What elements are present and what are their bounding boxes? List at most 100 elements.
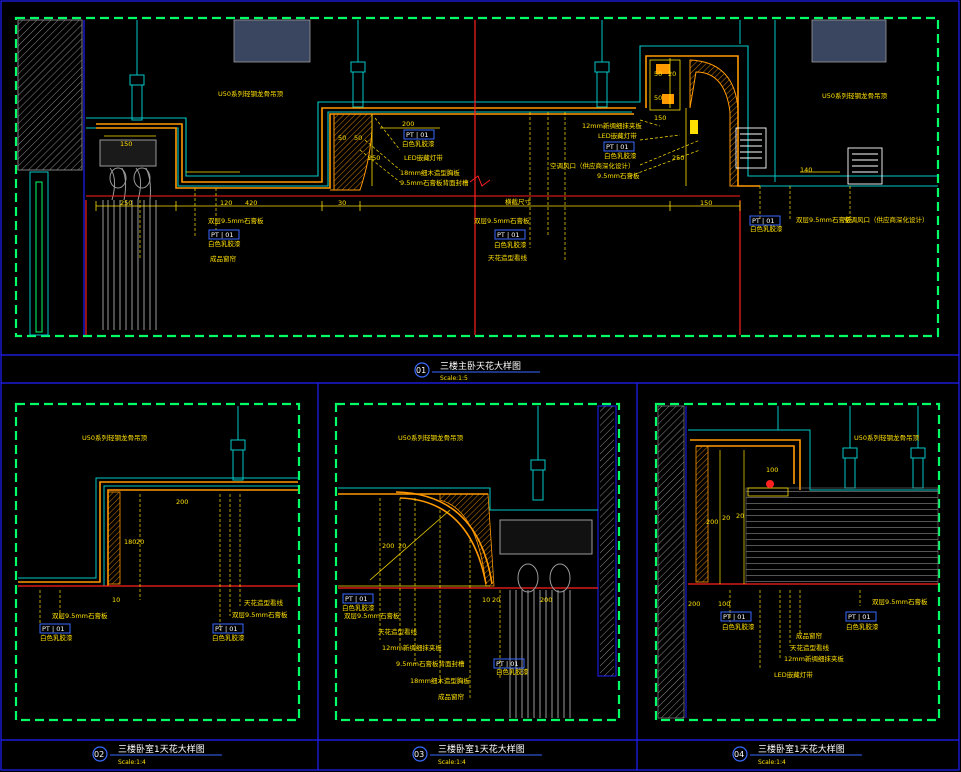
keel-label: U50系列轻钢龙骨吊顶	[822, 91, 888, 100]
detail-scale: Scale:1:4	[118, 759, 146, 766]
ceiling-hangers	[129, 20, 776, 182]
note: 双层9.5mm石膏板	[52, 611, 108, 620]
dim-text: 20	[668, 70, 676, 78]
dim-text: 200	[688, 600, 700, 608]
keel-label: U50系列轻钢龙骨吊顶	[854, 433, 920, 442]
note: 9.5mm石膏板背面封槽	[396, 659, 465, 668]
gypsum-board-layer	[96, 55, 760, 189]
note: 白色乳胶漆	[212, 633, 245, 642]
dim-text: 10	[112, 596, 120, 604]
note: 12mm新绸细抹夹板	[382, 643, 442, 652]
note: 天花造型看线	[378, 627, 418, 636]
note: 成品窗帘	[438, 692, 465, 701]
pt-tag: PT | 01	[723, 613, 745, 621]
dim-text: 20	[492, 596, 500, 604]
ac-unit-block	[811, 19, 887, 63]
note: 天花造型看线	[244, 598, 284, 607]
detail-title: 三楼卧室1天花大样图	[758, 743, 845, 755]
detail-scale: Scale:1:4	[438, 759, 466, 766]
keel-label: U50系列轻钢龙骨吊顶	[218, 89, 284, 98]
note: 空调风口（供应商深化设计）	[844, 215, 929, 224]
note: 白色乳胶漆	[722, 622, 755, 631]
ac-unit-block	[233, 19, 311, 63]
dim-text: 200	[176, 498, 188, 506]
note: 18mm细木造型胸板	[400, 168, 460, 177]
detail-03-viewport	[334, 402, 621, 722]
detail-title: 三楼主卧天花大样图	[440, 360, 521, 372]
dim-text: 100	[718, 600, 730, 608]
note: 12mm新绸细抹夹板	[784, 654, 844, 663]
dim-text: 140	[800, 166, 812, 174]
note: 成品窗帘	[210, 254, 237, 263]
dim-text: 200	[382, 542, 394, 550]
detail-01: U50系列轻钢龙骨吊顶 U50系列轻钢龙骨吊顶 150 250 120 420 …	[14, 16, 940, 338]
detail-02: U50系列轻钢龙骨吊顶 200 180 20 10 双层9.5mm石膏板 白色乳…	[14, 402, 301, 722]
ceiling-outline	[86, 45, 938, 187]
dim-text: 100	[766, 466, 778, 474]
detail-03-title: 03 三楼卧室1天花大样图 Scale:1:4	[412, 743, 542, 766]
detail-number: 01	[416, 366, 426, 375]
dimension-line	[95, 58, 840, 211]
dim-text: 20	[722, 514, 730, 522]
detail-number: 04	[734, 750, 744, 759]
curtain-track	[99, 139, 157, 330]
wall-hatch	[17, 19, 83, 171]
dim-text: 250	[120, 199, 132, 207]
note: 白色乳胶漆	[494, 240, 527, 249]
note: 白色乳胶漆	[40, 633, 73, 642]
pt-tag: PT | 01	[848, 613, 870, 621]
note: 9.5mm石膏板背面封槽	[400, 178, 469, 187]
note: 天花造型看线	[790, 643, 830, 652]
note: 双层9.5mm石膏板	[474, 216, 530, 225]
note: 12mm新绸细抹夹板	[582, 121, 642, 130]
note: 白色乳胶漆	[846, 622, 879, 631]
dim-text: 150	[120, 140, 132, 148]
ac-vent	[735, 127, 883, 185]
dim-text: 420	[245, 199, 257, 207]
dim-text: 200	[706, 518, 718, 526]
dim-text: 20	[736, 512, 744, 520]
note: 18mm细木造型胸板	[410, 676, 470, 685]
pt-tag: PT | 01	[606, 143, 628, 151]
pt-tag: PT | 01	[497, 231, 519, 239]
note: 白色乳胶漆	[750, 224, 783, 233]
note: 双层9.5mm石膏板	[344, 611, 400, 620]
dim-text: 200	[402, 120, 414, 128]
dim-text: 10	[482, 596, 490, 604]
detail-04: U50系列轻钢龙骨吊顶 100 20 200 20 200 100 双层9.5m…	[654, 402, 941, 722]
leader-lines	[139, 112, 851, 260]
detail-03: U50系列轻钢龙骨吊顶 200 20 10 20 200 白色乳胶漆 双层9.5…	[334, 402, 621, 722]
detail-04-title: 04 三楼卧室1天花大样图 Scale:1:4	[732, 743, 862, 766]
pt-tag: PT | 01	[215, 625, 237, 633]
pt-tag: PT | 01	[211, 231, 233, 239]
dim-text: 180	[124, 538, 136, 546]
note: 双层9.5mm石膏板	[208, 216, 264, 225]
detail-02-title: 02 三楼卧室1天花大样图 Scale:1:4	[92, 743, 222, 766]
curved-soffit	[689, 59, 739, 187]
note: LED嵌藏灯带	[404, 153, 443, 162]
dim-text: 250	[368, 154, 380, 162]
detail-number: 03	[414, 750, 424, 759]
detail-scale: Scale:1:5	[440, 375, 468, 382]
note: 白色乳胶漆	[402, 139, 435, 148]
pt-tag: PT | 01	[496, 660, 518, 668]
pt-tag: PT | 01	[345, 595, 367, 603]
pt-tag: PT | 01	[752, 217, 774, 225]
note: 白色乳胶漆	[208, 239, 241, 248]
dim-text: 20	[398, 542, 406, 550]
dim-text: 50	[654, 70, 662, 78]
detail-title: 三楼卧室1天花大样图	[438, 743, 525, 755]
note: 白色乳胶漆	[342, 603, 375, 612]
dim-text: 50	[338, 134, 346, 142]
detail-title: 三楼卧室1天花大样图	[118, 743, 205, 755]
detail-01-viewport	[14, 16, 940, 338]
detail-scale: Scale:1:4	[758, 759, 786, 766]
dim-text: 150	[654, 114, 666, 122]
dim-text: 50	[354, 134, 362, 142]
dim-text: 30	[338, 199, 346, 207]
dim-text: 横截尺寸	[505, 197, 532, 206]
dim-text: 200	[540, 596, 552, 604]
note: 白色乳胶漆	[496, 667, 529, 676]
